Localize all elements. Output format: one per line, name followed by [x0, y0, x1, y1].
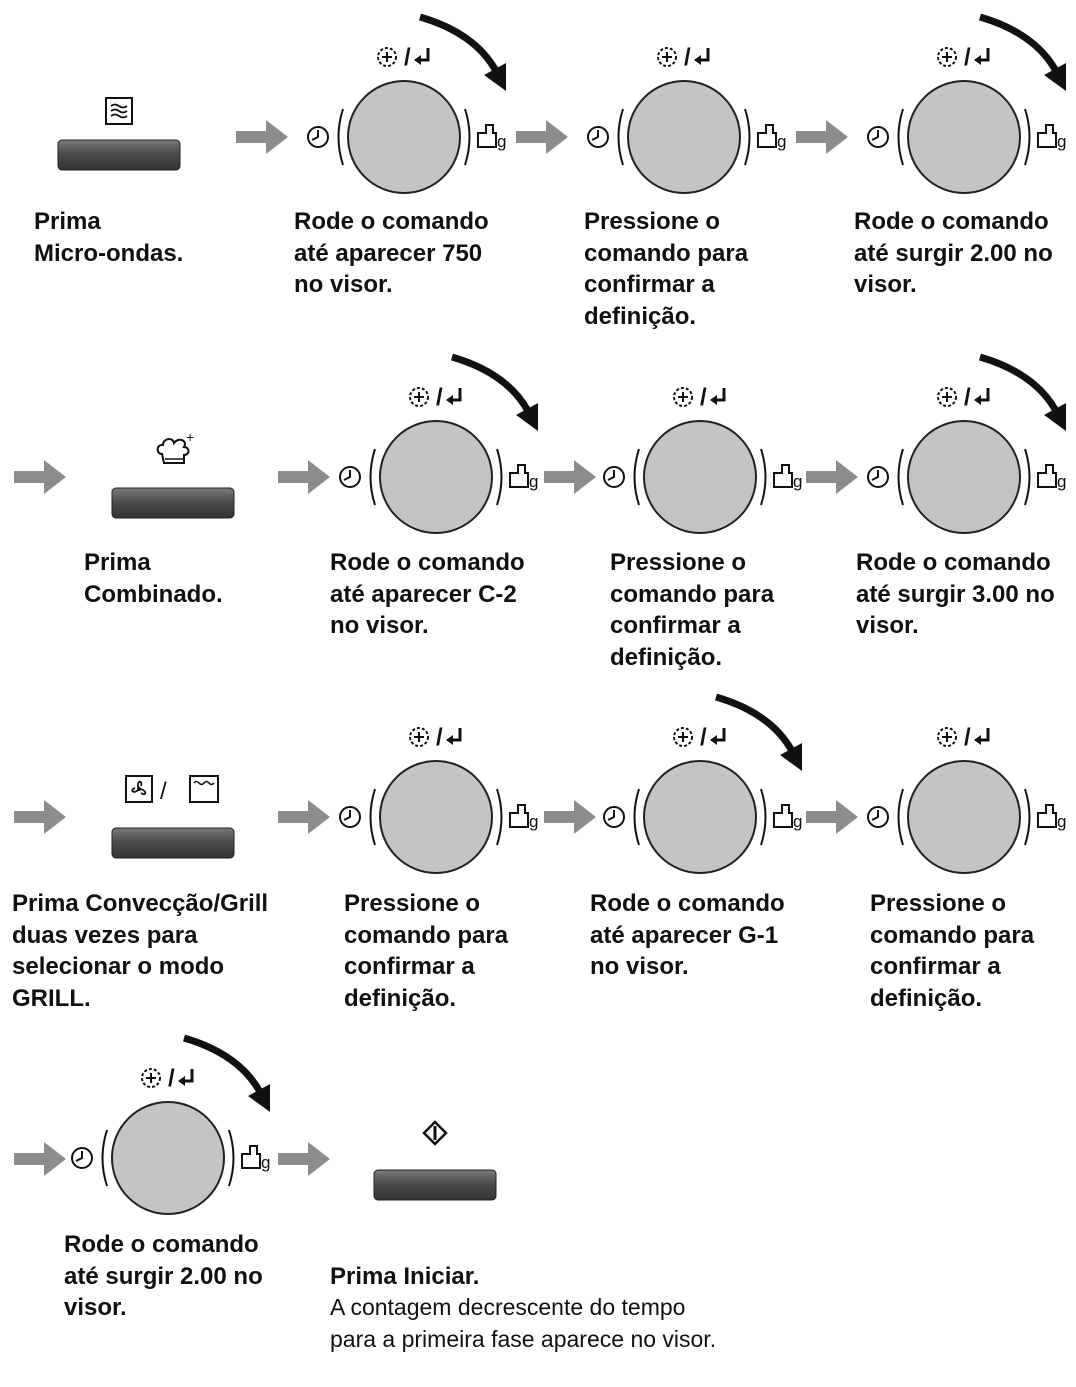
step-caption: Rode o comando até surgir 2.00 no visor.	[854, 208, 1053, 298]
turn-clockwise-arrow-icon	[980, 357, 1066, 431]
control-knob[interactable]	[586, 725, 826, 875]
svg-text:+: +	[186, 429, 194, 445]
control-knob[interactable]	[322, 385, 562, 535]
step-caption: Prima Combinado.	[84, 549, 223, 608]
flow-arrow	[516, 120, 568, 154]
turn-clockwise-arrow-icon	[452, 357, 538, 431]
start-button[interactable]	[373, 1120, 497, 1201]
control-knob[interactable]	[322, 722, 562, 875]
flow-arrow	[14, 460, 66, 494]
step-caption: Rode o comando até surgir 3.00 no visor.	[856, 549, 1055, 639]
step-caption: Rode o comando até aparecer C-2 no visor…	[330, 549, 525, 639]
control-knob[interactable]	[570, 42, 810, 195]
start-step-description: A contagem decrescente do tempo para a p…	[330, 1294, 717, 1352]
step-caption: Prima Micro-ondas.	[34, 208, 184, 267]
turn-clockwise-arrow-icon	[980, 17, 1066, 91]
control-knob[interactable]	[850, 45, 1076, 195]
start-step-title: Prima Iniciar.	[330, 1262, 480, 1290]
convection-fan-icon	[125, 775, 153, 803]
start-diamond-icon	[422, 1120, 448, 1146]
grill-icon	[189, 775, 219, 803]
flow-arrow	[14, 800, 66, 834]
turn-clockwise-arrow-icon	[716, 697, 802, 771]
control-knob[interactable]	[290, 45, 530, 195]
control-knob[interactable]	[850, 722, 1076, 875]
flow-arrow	[236, 120, 288, 154]
combined-button[interactable]: +	[111, 429, 235, 519]
turn-clockwise-arrow-icon	[420, 17, 506, 91]
start-step-caption: Prima Iniciar. A contagem decrescente do…	[330, 1229, 716, 1387]
step-caption: Rode o comando até aparecer 750 no visor…	[294, 208, 489, 298]
chef-hat-icon: +	[156, 429, 194, 464]
svg-text:/: /	[160, 778, 167, 805]
step-caption: Prima Convecção/Grill duas vezes para se…	[12, 890, 269, 1012]
step-caption: Pressione o comando para confirmar a def…	[610, 549, 775, 671]
step-caption: Pressione o comando para confirmar a def…	[870, 890, 1035, 1012]
step-caption: Pressione o comando para confirmar a def…	[344, 890, 509, 1012]
microwave-button[interactable]	[57, 96, 181, 171]
control-knob[interactable]	[586, 382, 826, 535]
step-caption: Rode o comando até aparecer G-1 no visor…	[590, 890, 785, 980]
turn-clockwise-arrow-icon	[184, 1038, 270, 1112]
flow-arrow	[278, 1142, 330, 1176]
control-knob[interactable]	[850, 385, 1076, 535]
microwave-icon	[105, 97, 133, 125]
convection-grill-button[interactable]: /	[111, 775, 235, 859]
control-knob[interactable]	[54, 1066, 294, 1216]
step-caption: Pressione o comando para confirmar a def…	[584, 208, 749, 330]
step-caption: Rode o comando até surgir 2.00 no visor.	[64, 1231, 263, 1321]
flow-arrow	[796, 120, 848, 154]
